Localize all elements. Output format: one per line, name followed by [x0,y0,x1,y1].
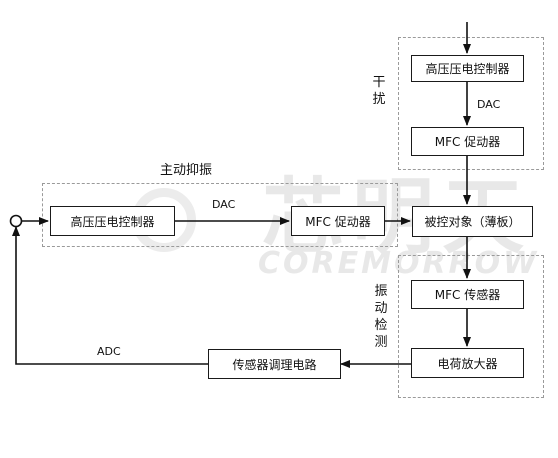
disturbance-label: 干扰 [372,75,386,107]
dac-top-label: DAC [477,98,501,111]
active-control-region [42,183,398,247]
hv-controller-top-block: 高压压电控制器 [411,55,524,82]
signal-conditioning-block: 传感器调理电路 [208,349,341,379]
vibration-detection-label: 振动检测 [374,284,388,350]
summing-junction-icon [9,214,23,228]
hv-controller-main-block: 高压压电控制器 [50,206,175,236]
dac-main-label: DAC [212,198,236,211]
disturbance-region [398,37,544,170]
mfc-sensor-block: MFC 传感器 [411,280,524,309]
charge-amplifier-block: 电荷放大器 [411,348,524,378]
adc-label: ADC [97,345,121,358]
active-control-label: 主动抑振 [160,163,213,178]
controlled-object-block: 被控对象（薄板） [412,206,533,237]
mfc-actuator-top-block: MFC 促动器 [411,127,524,156]
vibration-detection-region [398,255,544,398]
mfc-actuator-main-block: MFC 促动器 [291,206,385,236]
